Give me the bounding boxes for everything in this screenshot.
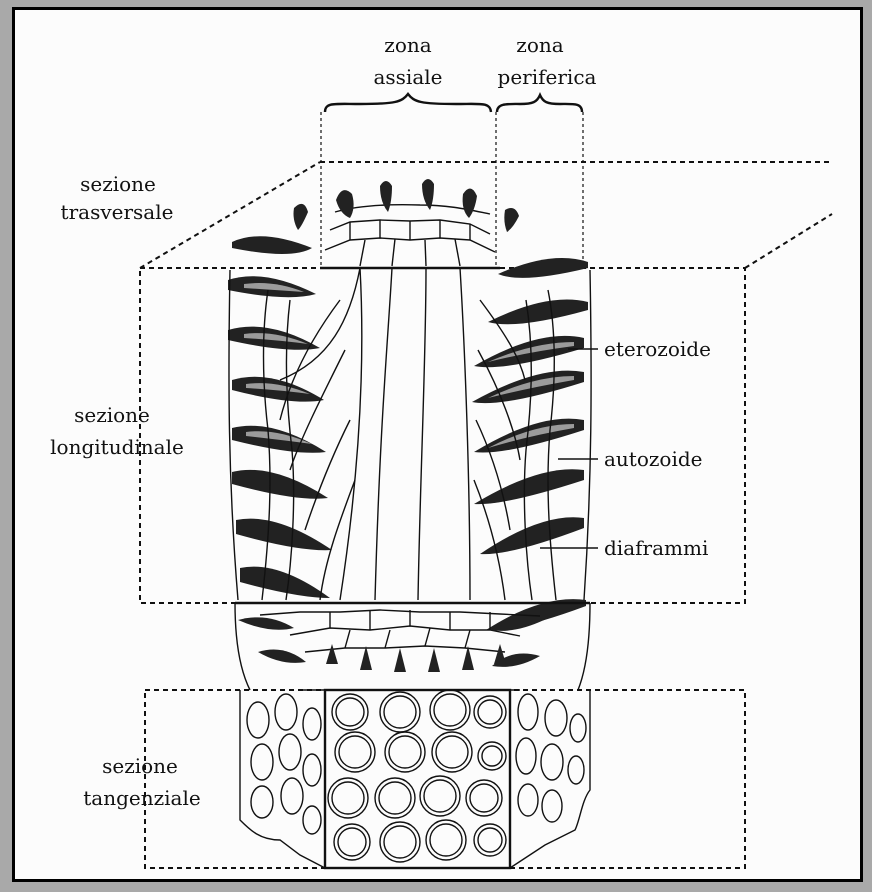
tangential-center-cells xyxy=(328,690,506,862)
label-zona-periferica-2: periferica xyxy=(498,65,597,89)
label-eterozoide: eterozoide xyxy=(604,337,711,361)
label-sezione-tangenziale-2: tangenziale xyxy=(83,786,200,810)
zona-periferica-bracket xyxy=(497,95,583,268)
tangential-section xyxy=(240,690,590,868)
label-sezione-longitudinale-2: longitudinale xyxy=(50,435,184,459)
label-sezione-longitudinale-1: sezione xyxy=(74,403,150,427)
label-diaframmi: diaframmi xyxy=(604,536,708,560)
label-zona-assiale-2: assiale xyxy=(373,65,442,89)
label-sezione-tangenziale-1: sezione xyxy=(102,754,178,778)
left-zooid-tubes xyxy=(228,236,332,598)
label-sezione-trasversale-2: trasversale xyxy=(61,200,174,224)
lower-cross-section xyxy=(235,603,590,690)
transverse-cap xyxy=(294,179,520,268)
tangential-left-ovals xyxy=(247,694,321,834)
label-sezione-trasversale-1: sezione xyxy=(80,172,156,196)
label-zona-assiale-1: zona xyxy=(384,33,431,57)
label-autozoide: autozoide xyxy=(604,447,703,471)
sezione-tangenziale-box xyxy=(145,690,745,868)
tangential-right-ovals xyxy=(516,694,586,822)
label-zona-periferica-1: zona xyxy=(516,33,563,57)
sezione-trasversale-box xyxy=(140,162,832,268)
zona-assiale-bracket xyxy=(321,94,496,268)
